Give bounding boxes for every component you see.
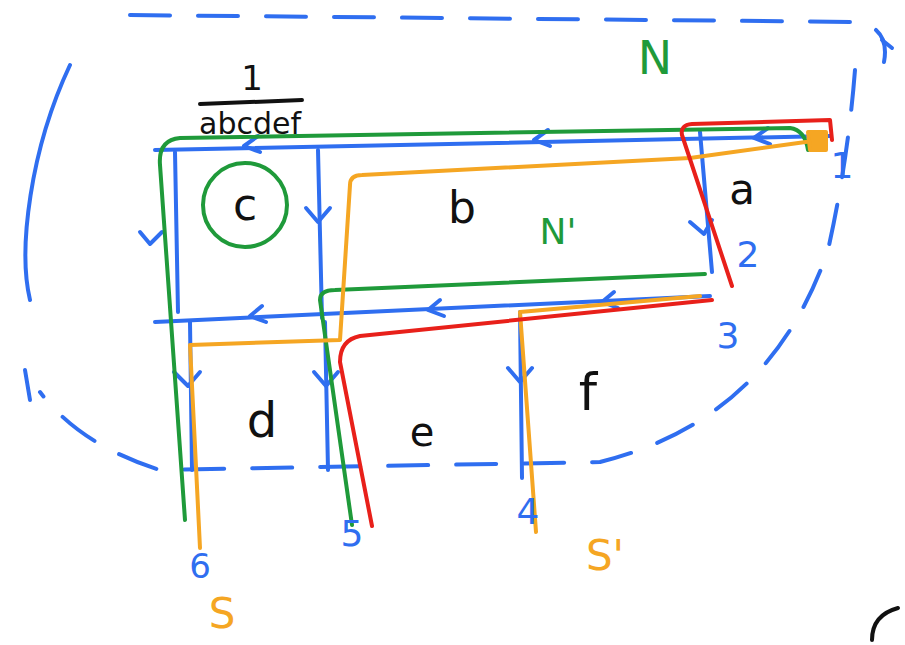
vertex-number: 6	[189, 549, 211, 583]
path-label: S'	[586, 535, 624, 577]
circle-node: c	[200, 160, 290, 250]
region-label: f	[579, 366, 597, 418]
path-label: N	[638, 35, 672, 81]
vertex-number: 3	[717, 318, 740, 354]
region-label: a	[729, 169, 755, 211]
region-label: c	[233, 183, 257, 227]
vertex-number: 4	[517, 494, 540, 530]
path-label: N'	[540, 214, 577, 250]
region-label: e	[410, 412, 435, 452]
vertex-number: 2	[737, 237, 760, 273]
fraction-denominator: abcdef	[199, 109, 301, 139]
region-label: d	[247, 396, 277, 444]
path-label: S	[209, 593, 236, 635]
vertex-number: 1	[831, 148, 854, 184]
region-label: b	[448, 186, 476, 230]
fraction-numerator: 1	[241, 61, 263, 95]
vertex-number: 5	[341, 516, 364, 552]
